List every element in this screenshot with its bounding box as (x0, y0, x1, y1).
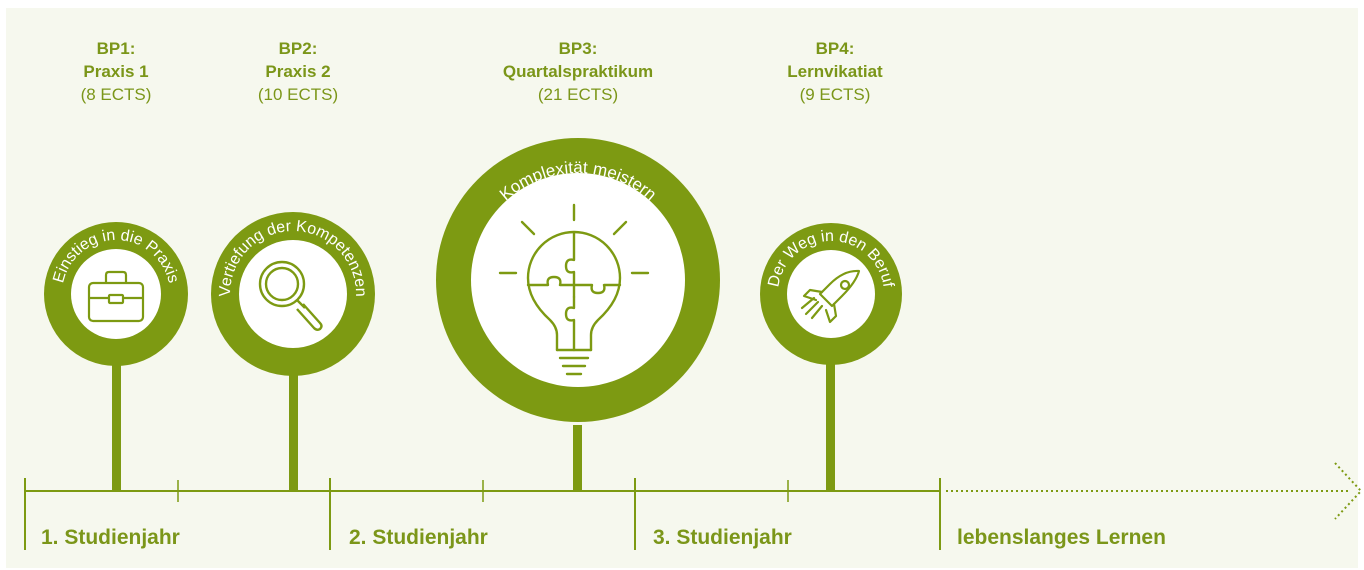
rocket-icon (800, 269, 861, 324)
phase-pin-bp4: Der Weg in den Beruf (760, 223, 902, 365)
phase-code: BP1: (96, 39, 136, 58)
year-label: 1. Studienjahr (41, 526, 180, 549)
phase-title: Lernvikatiat (787, 62, 883, 81)
phase-credits: (21 ECTS) (537, 85, 619, 104)
phase-credits: (8 ECTS) (80, 85, 152, 104)
phase-label-bp4: BP4: Lernvikatiat (9 ECTS) (705, 37, 965, 106)
phase-code: BP4: (815, 39, 855, 58)
year-label: 3. Studienjahr (653, 526, 792, 549)
briefcase-icon (87, 270, 145, 323)
pin-stem (289, 375, 298, 492)
phase-pin-bp1: Einstieg in die Praxis (44, 222, 188, 366)
magnifier-icon (258, 260, 323, 331)
pin-stem (573, 425, 582, 492)
phase-title: Quartalspraktikum (502, 62, 654, 81)
lightbulb-puzzle-icon (498, 203, 650, 376)
year-label: 2. Studienjahr (349, 526, 488, 549)
phase-label-bp1: BP1: Praxis 1 (8 ECTS) (0, 37, 246, 106)
phase-label-bp3: BP3: Quartalspraktikum (21 ECTS) (448, 37, 708, 106)
phase-pin-bp3: Komplexität meistern (436, 138, 720, 422)
phase-label-bp2: BP2: Praxis 2 (10 ECTS) (168, 37, 428, 106)
phase-title: Praxis 1 (83, 62, 149, 81)
phase-title: Praxis 2 (265, 62, 331, 81)
phase-credits: (10 ECTS) (257, 85, 339, 104)
pin-stems (112, 360, 835, 492)
year-label: lebenslanges Lernen (957, 526, 1166, 549)
timeline-axis (24, 462, 1363, 550)
phase-pin-bp2: Vertiefung der Kompetenzen (211, 212, 375, 376)
pin-stem (826, 360, 835, 492)
phase-code: BP3: (558, 39, 598, 58)
phase-credits: (9 ECTS) (799, 85, 871, 104)
phase-code: BP2: (278, 39, 318, 58)
pin-stem (112, 360, 121, 492)
